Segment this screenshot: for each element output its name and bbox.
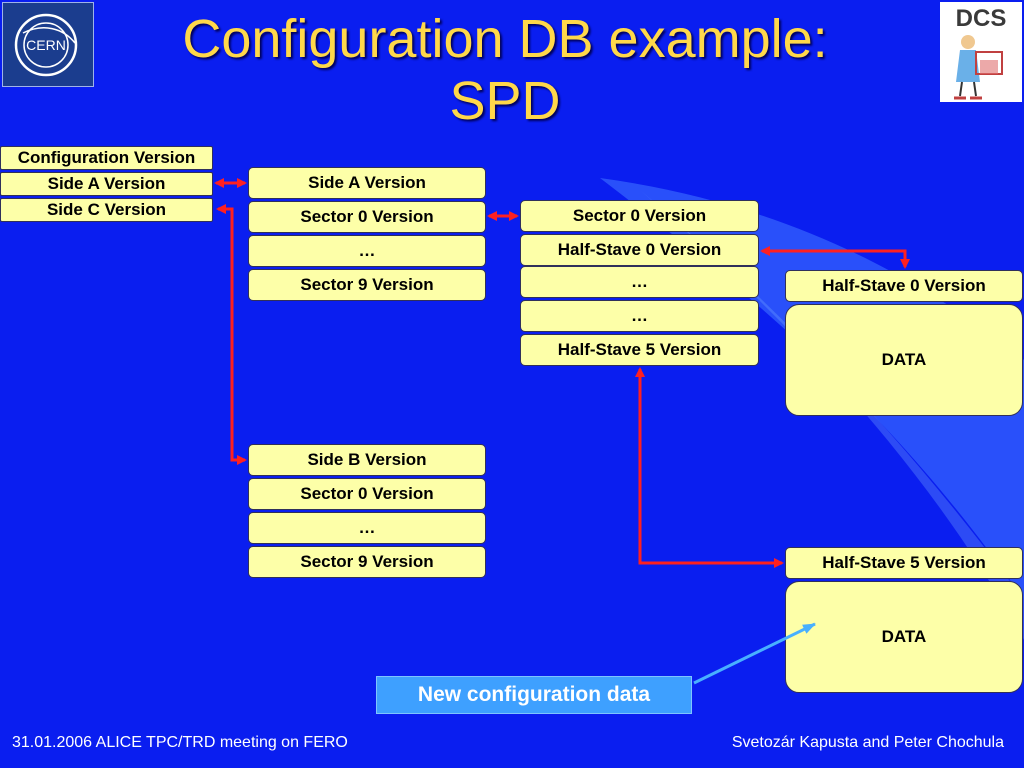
side-a-sector-0-box: Sector 0 Version [248, 201, 486, 233]
slide-title: Configuration DB example: SPD [90, 8, 920, 132]
sector-0-header-box: Sector 0 Version [520, 200, 759, 232]
half-stave-0-header-box: Half-Stave 0 Version [785, 270, 1023, 302]
sector-half-stave-5-box: Half-Stave 5 Version [520, 334, 759, 366]
side-b-sector-0-box: Sector 0 Version [248, 478, 486, 510]
sector-half-stave-0-box: Half-Stave 0 Version [520, 234, 759, 266]
dcs-logo: DCS [940, 2, 1022, 102]
svg-text:DCS: DCS [956, 5, 1007, 32]
side-a-ellipsis-box: … [248, 235, 486, 267]
footer-authors: Svetozár Kapusta and Peter Chochula [731, 734, 1004, 751]
title-line-2: SPD [449, 71, 561, 131]
title-line-1: Configuration DB example: [182, 9, 828, 69]
cern-logo: CERN [2, 2, 94, 87]
svg-text:CERN: CERN [26, 37, 66, 53]
side-a-sector-9-box: Sector 9 Version [248, 269, 486, 301]
side-c-version-box: Side C Version [0, 198, 213, 222]
side-b-header-box: Side B Version [248, 444, 486, 476]
side-a-version-box: Side A Version [0, 172, 213, 196]
side-b-ellipsis-box: … [248, 512, 486, 544]
new-configuration-callout: New configuration data [376, 676, 692, 714]
side-a-header-box: Side A Version [248, 167, 486, 199]
footer-meeting: 31.01.2006 ALICE TPC/TRD meeting on FERO [12, 734, 348, 751]
side-b-sector-9-box: Sector 9 Version [248, 546, 486, 578]
configuration-version-box: Configuration Version [0, 146, 213, 170]
sector-ellipsis-2-box: … [520, 300, 759, 332]
half-stave-5-header-box: Half-Stave 5 Version [785, 547, 1023, 579]
half-stave-0-data-box: DATA [785, 304, 1023, 416]
sector-ellipsis-1-box: … [520, 266, 759, 298]
half-stave-5-data-box: DATA [785, 581, 1023, 693]
